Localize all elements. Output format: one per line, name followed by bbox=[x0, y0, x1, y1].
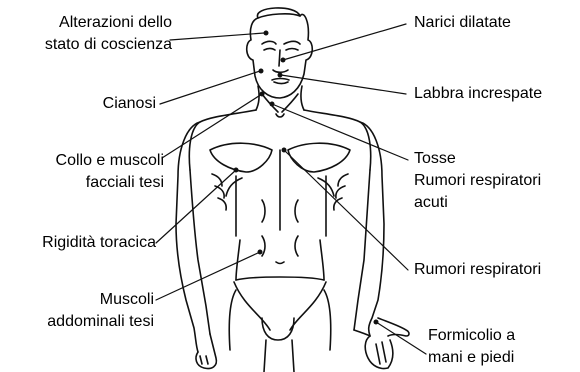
torso-drawing bbox=[189, 110, 370, 280]
dot-cianosi bbox=[259, 69, 264, 74]
label-formicolio: Formicolio a mani e piedi bbox=[428, 325, 515, 369]
label-alterazioni: Alterazioni dello stato di coscienza bbox=[45, 12, 172, 56]
label-rumori: Rumori respiratori bbox=[414, 259, 541, 281]
briefs-drawing bbox=[229, 277, 331, 372]
leader-tosse bbox=[272, 104, 408, 160]
label-tosse: Tosse Rumori respiratori acuti bbox=[414, 148, 541, 214]
dot-alterazioni bbox=[264, 31, 269, 36]
leader-rigidita bbox=[156, 170, 236, 243]
leader-narici bbox=[283, 24, 406, 60]
leader-muscoli bbox=[156, 252, 260, 300]
dot-collo bbox=[260, 92, 265, 97]
dot-rigidita bbox=[234, 168, 239, 173]
label-muscoli: Muscoli addominali tesi bbox=[47, 289, 154, 333]
head-drawing bbox=[247, 8, 313, 98]
label-narici: Narici dilatate bbox=[414, 12, 511, 34]
dot-rumori bbox=[282, 148, 287, 153]
dot-tosse bbox=[270, 102, 275, 107]
leader-cianosi bbox=[160, 71, 260, 104]
label-labbra: Labbra increspate bbox=[414, 83, 542, 105]
dot-labbra bbox=[278, 73, 283, 78]
label-cianosi: Cianosi bbox=[103, 93, 156, 115]
label-collo: Collo e muscoli facciali tesi bbox=[56, 150, 164, 194]
label-rigidita: Rigidità toracica bbox=[42, 232, 156, 254]
dot-muscoli bbox=[258, 250, 263, 255]
leader-lines bbox=[156, 24, 426, 354]
dot-narici bbox=[281, 58, 286, 63]
dot-formicolio bbox=[374, 320, 379, 325]
leader-rumori bbox=[284, 150, 408, 270]
